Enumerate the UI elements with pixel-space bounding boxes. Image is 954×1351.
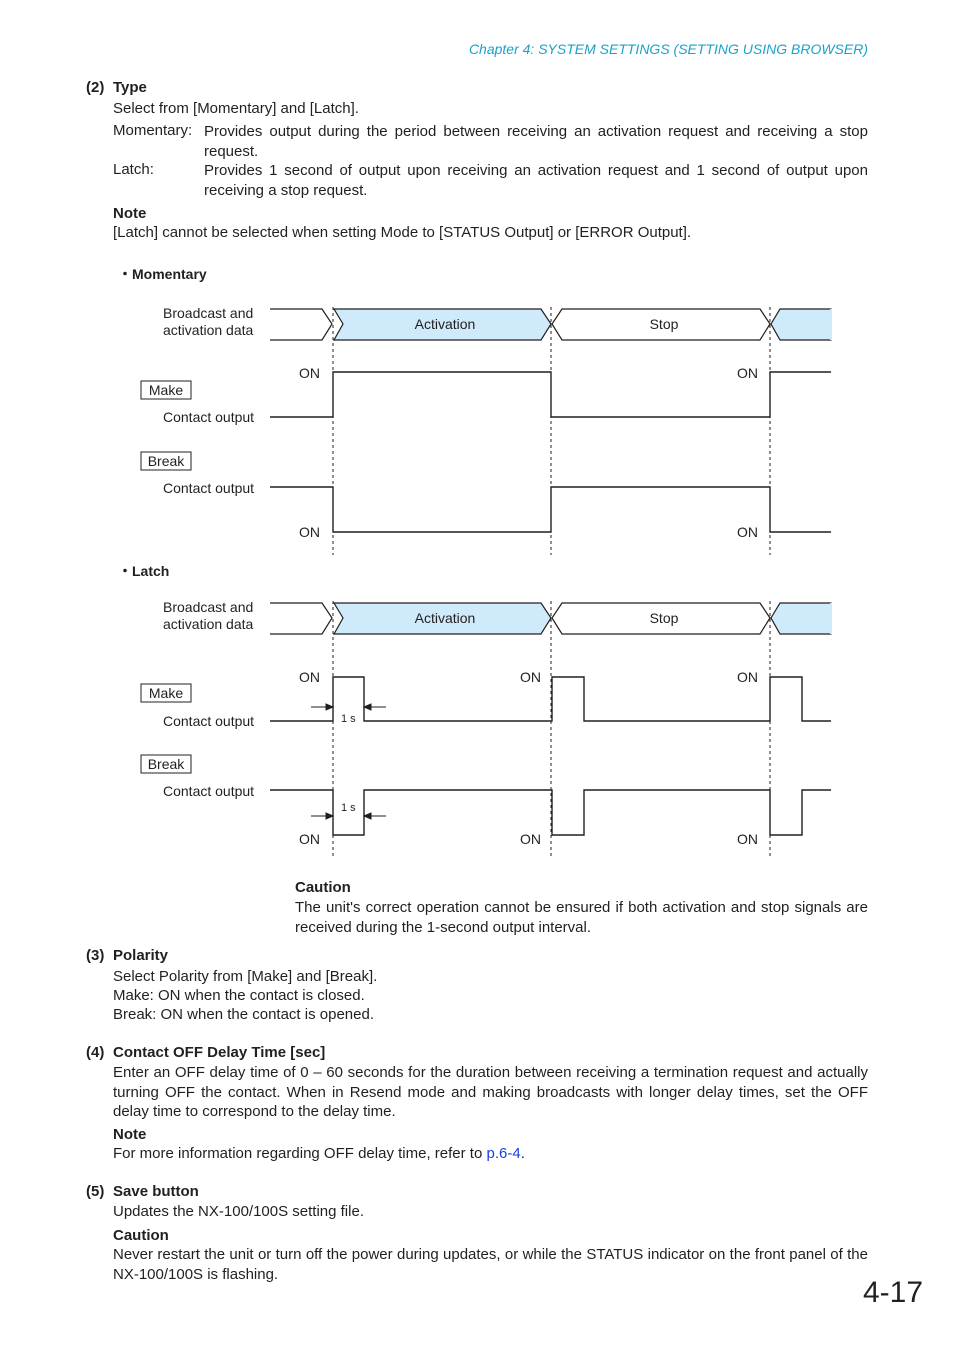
chapter-header: Chapter 4: SYSTEM SETTINGS (SETTING USIN… [468, 41, 868, 57]
l-break-box [140, 754, 192, 774]
polarity-line-2: Make: ON when the contact is closed. [113, 987, 365, 1004]
m-activation-label: Activation [415, 316, 476, 332]
m-data-waveform [270, 308, 832, 341]
l-guide-lines [332, 601, 771, 857]
l-make-1s-label: 1 s [341, 713, 356, 725]
l-broadcast-label-2: activation data [163, 616, 253, 632]
l-make-on-3: ON [737, 669, 758, 685]
l-stop-label: Stop [650, 610, 679, 626]
l-make-on-1: ON [299, 669, 320, 685]
delay-note-title: Note [113, 1126, 147, 1143]
page-6-4-link[interactable]: p.6-4 [486, 1145, 521, 1162]
m-make-on-2: ON [737, 365, 758, 381]
latch-caution-text: The unit's correct operation cannot be e… [295, 899, 868, 936]
section-title-save: Save button [113, 1183, 199, 1200]
m-stop-label: Stop [650, 316, 679, 332]
section-title-type: Type [113, 79, 147, 96]
m-break-contact-label: Contact output [163, 480, 254, 496]
l-break-contact-label: Contact output [163, 783, 254, 799]
m-break-on-2: ON [737, 524, 758, 540]
l-make-1s-marker [311, 703, 386, 711]
latch-caution-title: Caution [295, 879, 351, 896]
m-make-on-1: ON [299, 365, 320, 381]
l-data-waveform [270, 602, 832, 635]
section-title-delay: Contact OFF Delay Time [sec] [113, 1044, 326, 1061]
l-break-on-2: ON [520, 831, 541, 847]
section-number-polarity: (3) [86, 947, 105, 964]
momentary-label: Momentary: [113, 122, 193, 139]
l-break-1s-label: 1 s [341, 802, 356, 814]
latch-bullet: ・Latch [118, 563, 169, 579]
delay-note-text: For more information regarding OFF delay… [113, 1144, 868, 1164]
m-broadcast-label-2: activation data [163, 322, 253, 338]
type-note-title: Note [113, 205, 147, 222]
momentary-description: Provides output during the period betwee… [204, 123, 868, 160]
l-break-label: Break [148, 756, 186, 772]
section-number-type: (2) [86, 79, 105, 96]
l-break-on-3: ON [737, 831, 758, 847]
l-break-on-1: ON [299, 831, 320, 847]
delay-note-prefix: For more information regarding OFF delay… [113, 1145, 487, 1162]
m-make-contact-label: Contact output [163, 409, 254, 425]
section-number-delay: (4) [86, 1044, 105, 1061]
type-intro: Select from [Momentary] and [Latch]. [113, 100, 359, 117]
l-make-label: Make [149, 685, 183, 701]
save-caution-text: Never restart the unit or turn off the p… [113, 1246, 868, 1283]
l-make-box [140, 683, 192, 703]
l-break-waveform [270, 789, 831, 836]
m-break-box [140, 451, 192, 471]
save-text: Updates the NX-100/100S setting file. [113, 1203, 364, 1220]
m-guide-lines [332, 307, 771, 555]
page-number: 4-17 [862, 1276, 923, 1309]
l-make-contact-label: Contact output [163, 713, 254, 729]
latch-label: Latch: [113, 161, 154, 178]
m-break-label: Break [148, 453, 186, 469]
m-make-label: Make [149, 382, 183, 398]
delay-note-suffix: . [520, 1145, 525, 1162]
l-activation-label: Activation [415, 610, 476, 626]
l-break-1s-marker [311, 812, 386, 820]
l-make-waveform [270, 676, 831, 722]
l-make-on-2: ON [520, 669, 541, 685]
momentary-bullet: ・Momentary [118, 266, 207, 282]
m-break-on-1: ON [299, 524, 320, 540]
polarity-line-3: Break: ON when the contact is opened. [113, 1006, 374, 1023]
type-note-text: [Latch] cannot be selected when setting … [113, 224, 692, 241]
section-title-polarity: Polarity [113, 947, 169, 964]
m-broadcast-label-1: Broadcast and [163, 305, 253, 321]
delay-text: Enter an OFF delay time of 0 – 60 second… [113, 1064, 868, 1120]
section-number-save: (5) [86, 1183, 105, 1200]
latch-description: Provides 1 second of output upon receivi… [204, 162, 868, 199]
l-broadcast-label-1: Broadcast and [163, 599, 253, 615]
m-make-box [140, 380, 192, 400]
save-caution-title: Caution [113, 1227, 169, 1244]
polarity-line-1: Select Polarity from [Make] and [Break]. [113, 968, 378, 985]
